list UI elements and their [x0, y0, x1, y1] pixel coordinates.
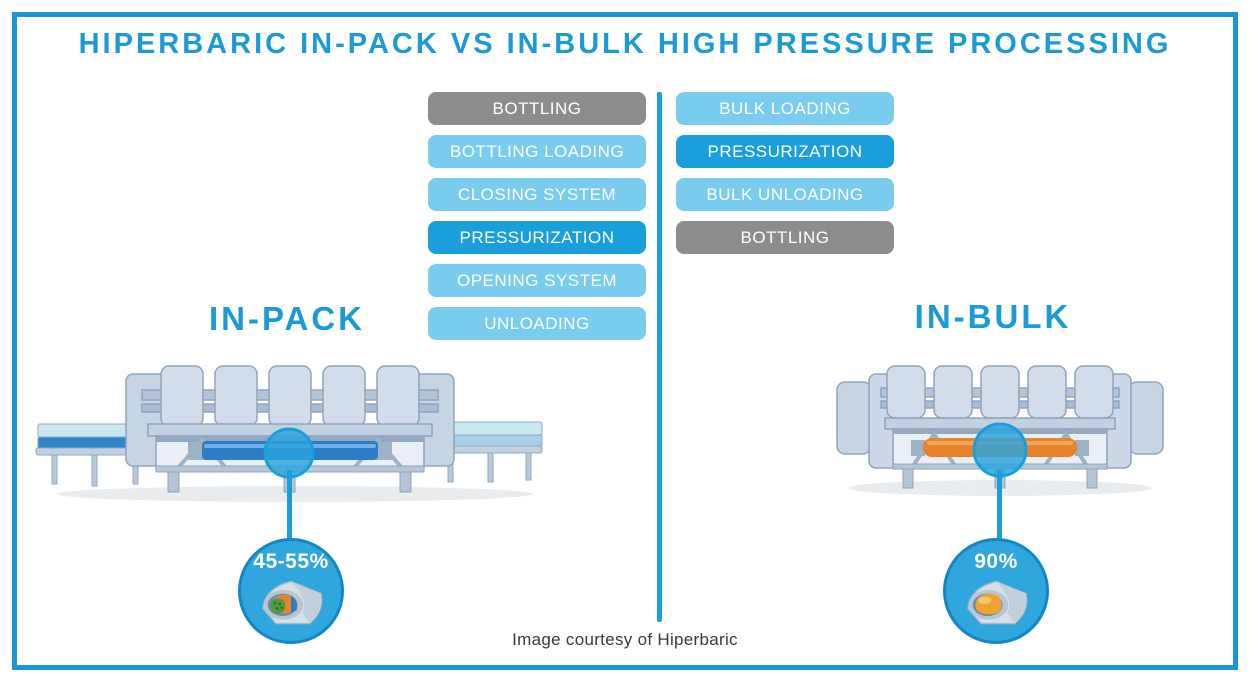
in-pack-label: IN-PACK — [208, 300, 366, 337]
vertical-divider — [657, 92, 662, 622]
step-pressurization: PRESSURIZATION — [676, 135, 894, 168]
in-bulk-callout-connector — [997, 470, 1002, 542]
page-border-frame — [12, 12, 1238, 670]
step-bottling: BOTTLING — [428, 92, 646, 125]
step-bottling: BOTTLING — [676, 221, 894, 254]
step-bulk-loading: BULK LOADING — [676, 92, 894, 125]
step-opening-system: OPENING SYSTEM — [428, 264, 646, 297]
in-pack-machine-illustration — [35, 365, 543, 502]
in-bulk-fill-callout: 90% — [943, 538, 1049, 644]
in-bulk-label: IN-BULK — [914, 298, 1072, 335]
step-closing-system: CLOSING SYSTEM — [428, 178, 646, 211]
in-pack-steps-column: BOTTLING BOTTLING LOADING CLOSING SYSTEM… — [428, 92, 646, 350]
in-pack-callout-connector — [287, 470, 292, 542]
in-pack-fill-percentage: 45-55% — [253, 550, 329, 573]
page-title: HIPERBARIC IN-PACK VS IN-BULK HIGH PRESS… — [78, 28, 1172, 60]
step-bottling-loading: BOTTLING LOADING — [428, 135, 646, 168]
image-credit: Image courtesy of Hiperbaric — [512, 630, 738, 649]
step-pressurization: PRESSURIZATION — [428, 221, 646, 254]
step-unloading: UNLOADING — [428, 307, 646, 340]
step-bulk-unloading: BULK UNLOADING — [676, 178, 894, 211]
in-bulk-vessel-highlight-circle — [972, 422, 1028, 478]
vessel-cutaway-with-bulk-liquid-icon — [967, 580, 1028, 625]
in-bulk-steps-column: BULK LOADING PRESSURIZATION BULK UNLOADI… — [676, 92, 894, 264]
in-bulk-fill-percentage: 90% — [974, 550, 1018, 573]
vessel-cutaway-with-packed-bottles-icon — [262, 580, 323, 625]
in-pack-fill-callout: 45-55% — [238, 538, 344, 644]
